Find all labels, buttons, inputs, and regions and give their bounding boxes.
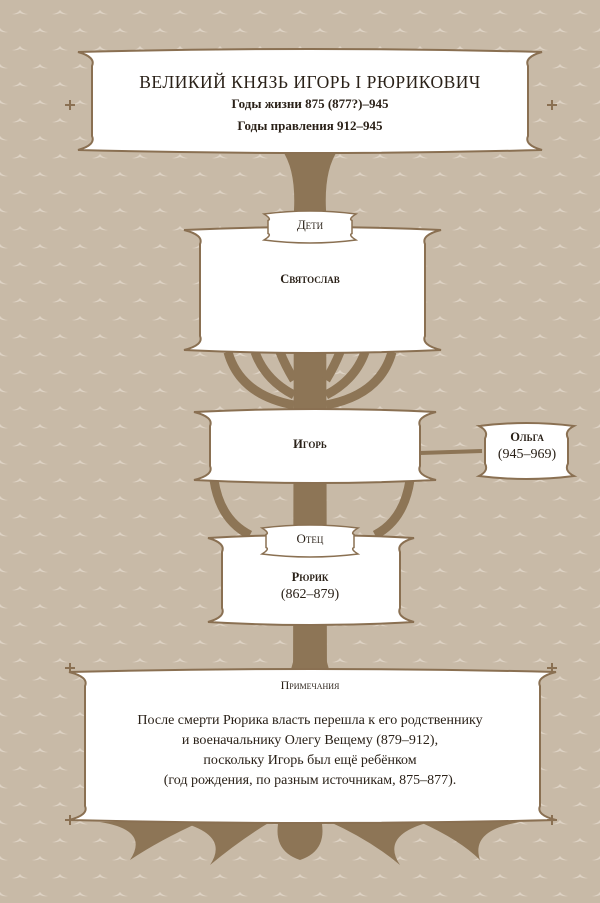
tree-roots [100,815,520,865]
children-label: Дети [296,217,324,232]
ornament-cross-icon [65,663,75,673]
header-life-years: Годы жизни 875 (877?)–945 [231,96,389,111]
spouse-card [475,422,578,480]
note-line: и военачальнику Олегу Вещему (879–912), [181,733,439,748]
note-line: После смерти Рюрика власть перешла к его… [137,713,483,728]
ornament-cross-icon [547,815,557,825]
spouse-name: Ольга [510,430,544,444]
header-card [77,48,543,154]
notes-label: Примечания [280,678,340,692]
ornament-cross-icon [65,100,75,110]
tree-branches [209,350,415,540]
subject-card [193,408,437,484]
father-name: Рюрик [291,570,329,584]
ornament-cross-icon [65,815,75,825]
subject-name: Игорь [293,437,327,451]
ornament-cross-icon [547,663,557,673]
father-years: (862–879) [280,587,340,602]
child-card [183,226,442,354]
note-line: (год рождения, по разным источникам, 875… [163,773,457,788]
spouse-connector [419,449,483,455]
father-label: Отец [296,531,324,546]
header-reign-years: Годы правления 912–945 [237,118,383,133]
ornament-cross-icon [547,100,557,110]
father-label-frame [259,524,361,558]
child-name: Святослав [280,272,340,286]
header-title: ВЕЛИКИЙ КНЯЗЬ ИГОРЬ I РЮРИКОВИЧ [139,72,481,92]
spouse-years: (945–969) [497,447,557,462]
father-card [207,534,415,626]
children-label-frame [261,210,359,244]
note-line: поскольку Игорь был ещё ребёнком [203,753,417,768]
